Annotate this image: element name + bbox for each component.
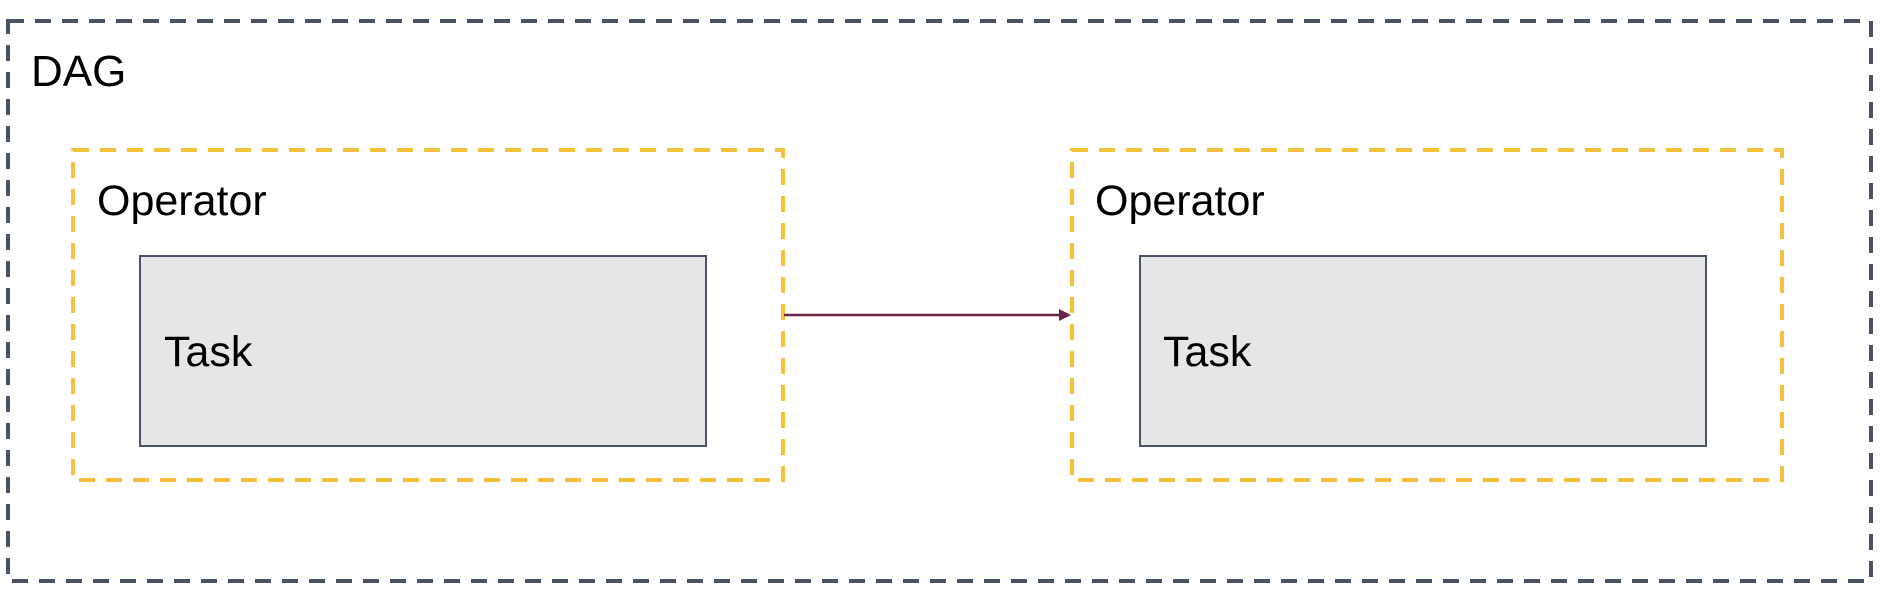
- task-label-2: Task: [1163, 328, 1252, 376]
- dag-container: [6, 19, 1873, 583]
- dag-title: DAG: [31, 47, 127, 96]
- operator-title-1: Operator: [97, 177, 267, 225]
- task-label-1: Task: [164, 328, 253, 376]
- task-box-1: [139, 255, 707, 447]
- operator-box-1: [71, 148, 785, 482]
- task-box-2: [1139, 255, 1707, 447]
- operator-box-2: [1070, 148, 1784, 482]
- operator-title-2: Operator: [1095, 177, 1265, 225]
